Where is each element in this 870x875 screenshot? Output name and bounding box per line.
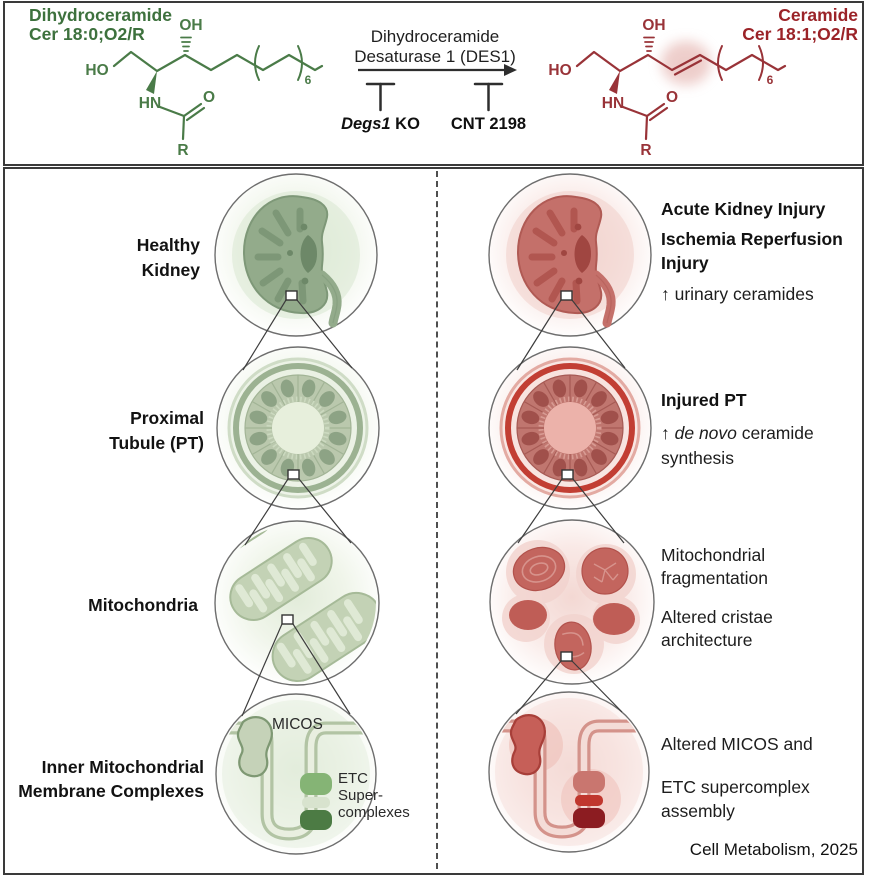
label-line: Inner Mitochondrial [41, 757, 204, 777]
label-mito-fragmentation: Mitochondrial fragmentation [661, 544, 768, 590]
label-line: Injury [661, 253, 709, 273]
atom-r: R [177, 142, 188, 159]
label-inner-membrane: Inner Mitochondrial Membrane Complexes [2, 755, 204, 803]
degs1-gene: Degs1 [341, 115, 391, 133]
atom-ho: HO [85, 62, 108, 79]
micos-label: MICOS [272, 716, 323, 733]
dihydroceramide-formula: Cer 18:0;O2/R [29, 24, 145, 44]
label-line: Mitochondria [88, 595, 198, 615]
atom-oh: OH [179, 17, 202, 34]
ceramide-atom-labels: HO OH HN O R 6 [548, 17, 773, 159]
etc-line: Super- [338, 787, 384, 804]
atom-o: O [666, 89, 678, 106]
label-line: Kidney [141, 260, 200, 280]
label-line: Tubule (PT) [109, 433, 204, 453]
label-line: Ischemia Reperfusion [661, 229, 843, 249]
atom-hn: HN [139, 95, 161, 112]
repeat-subscript: 6 [767, 73, 774, 87]
up-arrow-icon: ↑ [661, 423, 675, 443]
label-urinary-ceramides: ↑ urinary ceramides [661, 284, 814, 304]
magnifier-lines [241, 299, 626, 717]
pathway-panel-border [3, 167, 864, 875]
label-line: synthesis [661, 448, 734, 468]
inhibition-icon-cnt [473, 82, 504, 112]
dihydroceramide-structure [112, 36, 324, 141]
atom-r: R [640, 142, 651, 159]
label-line: architecture [661, 630, 753, 650]
ceramide-title: Ceramide Cer 18:1;O2/R [610, 6, 858, 44]
atom-ho: HO [548, 62, 571, 79]
label-de-novo-synthesis: ↑ de novo ceramide synthesis [661, 421, 814, 471]
cnt-2198-label: CNT 2198 [450, 115, 527, 133]
label-line: Altered cristae [661, 607, 773, 627]
ko-suffix: KO [390, 115, 420, 133]
label-mitochondria: Mitochondria [6, 593, 198, 618]
etc-line: complexes [338, 804, 410, 821]
atom-hn: HN [602, 95, 624, 112]
ceramide-structure [575, 36, 787, 141]
label-line: Membrane Complexes [18, 781, 204, 801]
magnifier-square-icons [281, 290, 574, 662]
etc-line: ETC [338, 770, 368, 787]
reaction-scheme: HO OH HN O R 6 [85, 17, 787, 159]
dihydroceramide-title: Dihydroceramide Cer 18:0;O2/R [29, 6, 249, 44]
etc-supercomplexes-label: ETC Super- complexes [338, 770, 410, 821]
label-line: Mitochondrial [661, 545, 766, 565]
dihydroceramide-atom-labels: HO OH HN O R 6 [85, 17, 311, 159]
label-line: ETC supercomplex [661, 777, 810, 797]
label-healthy-kidney: Healthy Kidney [6, 233, 200, 283]
label-line: assembly [661, 801, 735, 821]
column-divider [436, 171, 438, 869]
enzyme-line2: Desaturase 1 (DES1) [354, 47, 516, 66]
journal-credit: Cell Metabolism, 2025 [689, 840, 858, 859]
ceramide-name: Ceramide [778, 5, 858, 25]
label-injured-pt: Injured PT [661, 390, 747, 410]
de-novo-italic: de novo [674, 423, 737, 443]
label-line: ↑ de novo ceramide [661, 421, 814, 446]
label-line: Healthy [136, 235, 200, 255]
label-etc-assembly: ETC supercomplex assembly [661, 775, 810, 823]
label-line: fragmentation [661, 568, 769, 588]
atom-oh: OH [642, 17, 665, 34]
atom-o: O [203, 89, 215, 106]
label-line: Proximal [130, 408, 204, 428]
label-acute-kidney-injury: Acute Kidney Injury [661, 199, 826, 219]
repeat-subscript: 6 [305, 73, 312, 87]
ceramide-formula: Cer 18:1;O2/R [742, 24, 858, 44]
enzyme-line1: Dihydroceramide [370, 27, 500, 46]
enzyme-label: Dihydroceramide Desaturase 1 (DES1) [345, 27, 525, 67]
label-proximal-tubule: Proximal Tubule (PT) [6, 406, 204, 456]
label-altered-micos: Altered MICOS and [661, 734, 813, 754]
label-altered-cristae: Altered cristae architecture [661, 606, 773, 652]
dihydroceramide-name: Dihydroceramide [29, 5, 172, 25]
mitochondria-illustration-injured [502, 540, 640, 674]
reaction-arrow-icon [358, 64, 517, 76]
label-line: ceramide [736, 423, 814, 443]
label-ischemia-reperfusion: Ischemia Reperfusion Injury [661, 227, 843, 275]
reaction-panel-border [3, 1, 864, 166]
degs1-ko-label: Degs1 KO [328, 115, 433, 134]
inhibition-icon-degs1 [365, 82, 396, 112]
